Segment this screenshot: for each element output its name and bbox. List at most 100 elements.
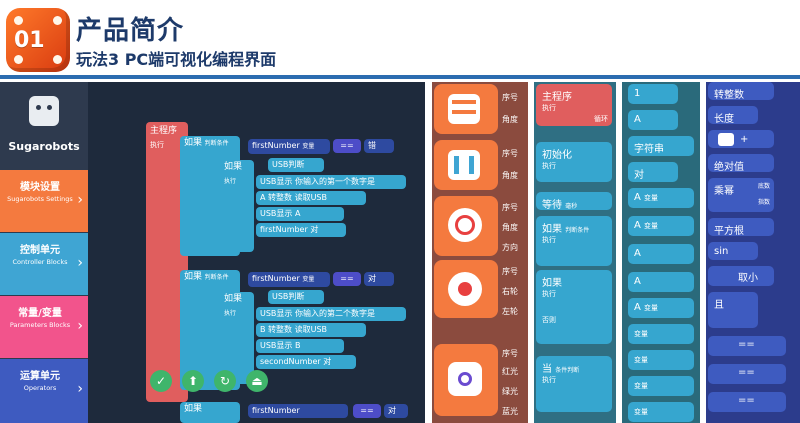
seq-label: 序号 (502, 149, 518, 158)
main-label: 主程序 (542, 92, 572, 103)
usb-show-label: USB显示 (260, 309, 293, 318)
set-var-block[interactable]: secondNumber 对 (256, 355, 356, 369)
var-block[interactable]: 变量 (628, 350, 694, 370)
bool-false-block[interactable]: 错 (364, 139, 394, 153)
power-block[interactable]: 乘幂底数指数 (708, 178, 774, 212)
var-block[interactable]: firstNumber (248, 404, 348, 418)
string-block[interactable]: 字符串 (628, 136, 694, 156)
device-button[interactable]: ⏏ (246, 370, 268, 392)
usb-show-block[interactable]: USB显示 你输入的第一个数字是 (256, 175, 406, 189)
chevron-right-icon: › (77, 255, 83, 271)
angle-label: 角度 (502, 223, 518, 232)
category-sidebar: Sugarobots 模块设置 Sugarobots Settings › 控制… (0, 82, 88, 423)
if-palette-block[interactable]: 如果 判断条件 执行 (536, 216, 612, 266)
bool-true-block[interactable]: 对 (364, 272, 394, 286)
workspace[interactable]: 主程序 执行 如果 判断条件 firstNumber 变量 == 错 如果执行 … (88, 82, 425, 423)
nested-if-block[interactable]: 如果执行 (220, 160, 254, 252)
var-a: A (260, 193, 266, 202)
number-block[interactable]: 1 (628, 84, 678, 104)
if-label: 如果 (542, 224, 562, 235)
min-block[interactable]: 取小 (708, 266, 774, 286)
right-wheel-label: 右轮 (502, 287, 518, 296)
var-b: B (294, 341, 301, 350)
eq-operator[interactable]: == (333, 272, 361, 286)
motor-tile[interactable] (434, 84, 498, 134)
assign-block[interactable]: A 转整数 读取USB (256, 191, 366, 205)
input-slot[interactable] (718, 133, 734, 146)
usb-show-block[interactable]: USB显示 你输入的第二个数字是 (256, 307, 406, 321)
var-block[interactable]: 变量 (628, 324, 694, 344)
eq-operator[interactable]: == (333, 139, 361, 153)
exec-label: 执行 (542, 236, 556, 244)
else-label: 否则 (542, 316, 556, 324)
to-int-label: 转整数 (268, 193, 293, 202)
category-parameters[interactable]: 常量/变量 Parameters Blocks › (0, 296, 88, 358)
main-label: 主程序 (150, 126, 178, 136)
exec-label: 执行 (224, 310, 237, 317)
prompt-text: 你输入的第一个数字是 (294, 177, 375, 186)
eq-block[interactable]: == (708, 336, 786, 356)
drive-tile[interactable] (434, 260, 498, 318)
loop-label: 循环 (594, 115, 608, 123)
var-block[interactable]: A 变量 (628, 298, 694, 318)
servo-tile[interactable] (434, 140, 498, 190)
nested-if-block[interactable]: 如果执行 (220, 292, 254, 384)
var-block[interactable]: firstNumber 变量 (248, 139, 330, 154)
while-palette-block[interactable]: 当 条件判断 执行 (536, 356, 612, 412)
check-button[interactable]: ✓ (150, 370, 172, 392)
main-program-palette-block[interactable]: 主程序 执行 循环 (536, 84, 612, 126)
visual-editor: Sugarobots 模块设置 Sugarobots Settings › 控制… (0, 82, 425, 423)
boolean-block[interactable]: 对 (628, 162, 678, 182)
assign-block[interactable]: B 转整数 读取USB (256, 323, 366, 337)
usb-show-label: USB显示 (260, 209, 293, 218)
seq-label: 序号 (502, 203, 518, 212)
category-operators[interactable]: 运算单元 Operators › (0, 359, 88, 423)
eq-block[interactable]: == (708, 392, 786, 412)
sqrt-block[interactable]: 平方根 (708, 218, 774, 237)
usb-show-label: USB显示 (260, 177, 293, 186)
var-block[interactable]: 变量 (628, 376, 694, 396)
bool-true-block[interactable]: 对 (384, 404, 408, 418)
base-label: 底数 (757, 183, 770, 190)
var-block[interactable]: A (628, 244, 694, 264)
usb-show-block[interactable]: USB显示 B (256, 339, 344, 353)
length-block[interactable]: 长度 (708, 106, 758, 125)
var-block[interactable]: firstNumber 变量 (248, 272, 330, 287)
var-tag: 变量 (634, 330, 648, 338)
usb-judge-block[interactable]: USB判断 (268, 290, 324, 304)
add-block[interactable]: + (708, 130, 774, 148)
var-a: A (634, 302, 641, 313)
var-block[interactable]: 变量 (628, 402, 694, 422)
eq-operator[interactable]: == (353, 404, 381, 418)
usb-judge-block[interactable]: USB判断 (268, 158, 324, 172)
category-subtitle: Operators (23, 384, 57, 392)
refresh-button[interactable]: ↻ (214, 370, 236, 392)
category-subtitle: Parameters Blocks (9, 321, 71, 329)
bool-true: 对 (323, 357, 332, 366)
header-divider (0, 75, 800, 79)
if-block[interactable]: 如果 (180, 402, 240, 423)
var-block[interactable]: A (628, 272, 694, 292)
wheel-tile[interactable] (434, 196, 498, 256)
set-var-block[interactable]: firstNumber 对 (256, 223, 346, 237)
char-block[interactable]: A (628, 110, 678, 130)
category-controller[interactable]: 控制单元 Controller Blocks › (0, 233, 88, 295)
var-block[interactable]: A 变量 (628, 188, 694, 208)
abs-block[interactable]: 绝对值 (708, 154, 774, 173)
eq-block[interactable]: == (708, 364, 786, 384)
if-else-palette-block[interactable]: 如果 执行 否则 (536, 270, 612, 344)
usb-show-block[interactable]: USB显示 A (256, 207, 344, 221)
category-settings[interactable]: 模块设置 Sugarobots Settings › (0, 170, 88, 232)
robot-icon (29, 96, 59, 126)
wait-block[interactable]: 等待 毫秒 (536, 192, 612, 211)
upload-button[interactable]: ⬆ (182, 370, 204, 392)
to-int-block[interactable]: 转整数 (708, 82, 774, 101)
and-block[interactable]: 且 (708, 292, 758, 328)
sin-block[interactable]: sin (708, 242, 758, 260)
light-tile[interactable] (434, 344, 498, 416)
var-block[interactable]: A 变量 (628, 216, 694, 236)
var-tag: 变量 (644, 194, 659, 202)
palette-settings: 序号 角度 序号 角度 序号 角度 方向 序号 右轮 左轮 序号 红光 绿光 蓝… (432, 82, 528, 423)
init-block[interactable]: 初始化 执行 (536, 142, 612, 182)
seq-label: 序号 (502, 93, 518, 102)
